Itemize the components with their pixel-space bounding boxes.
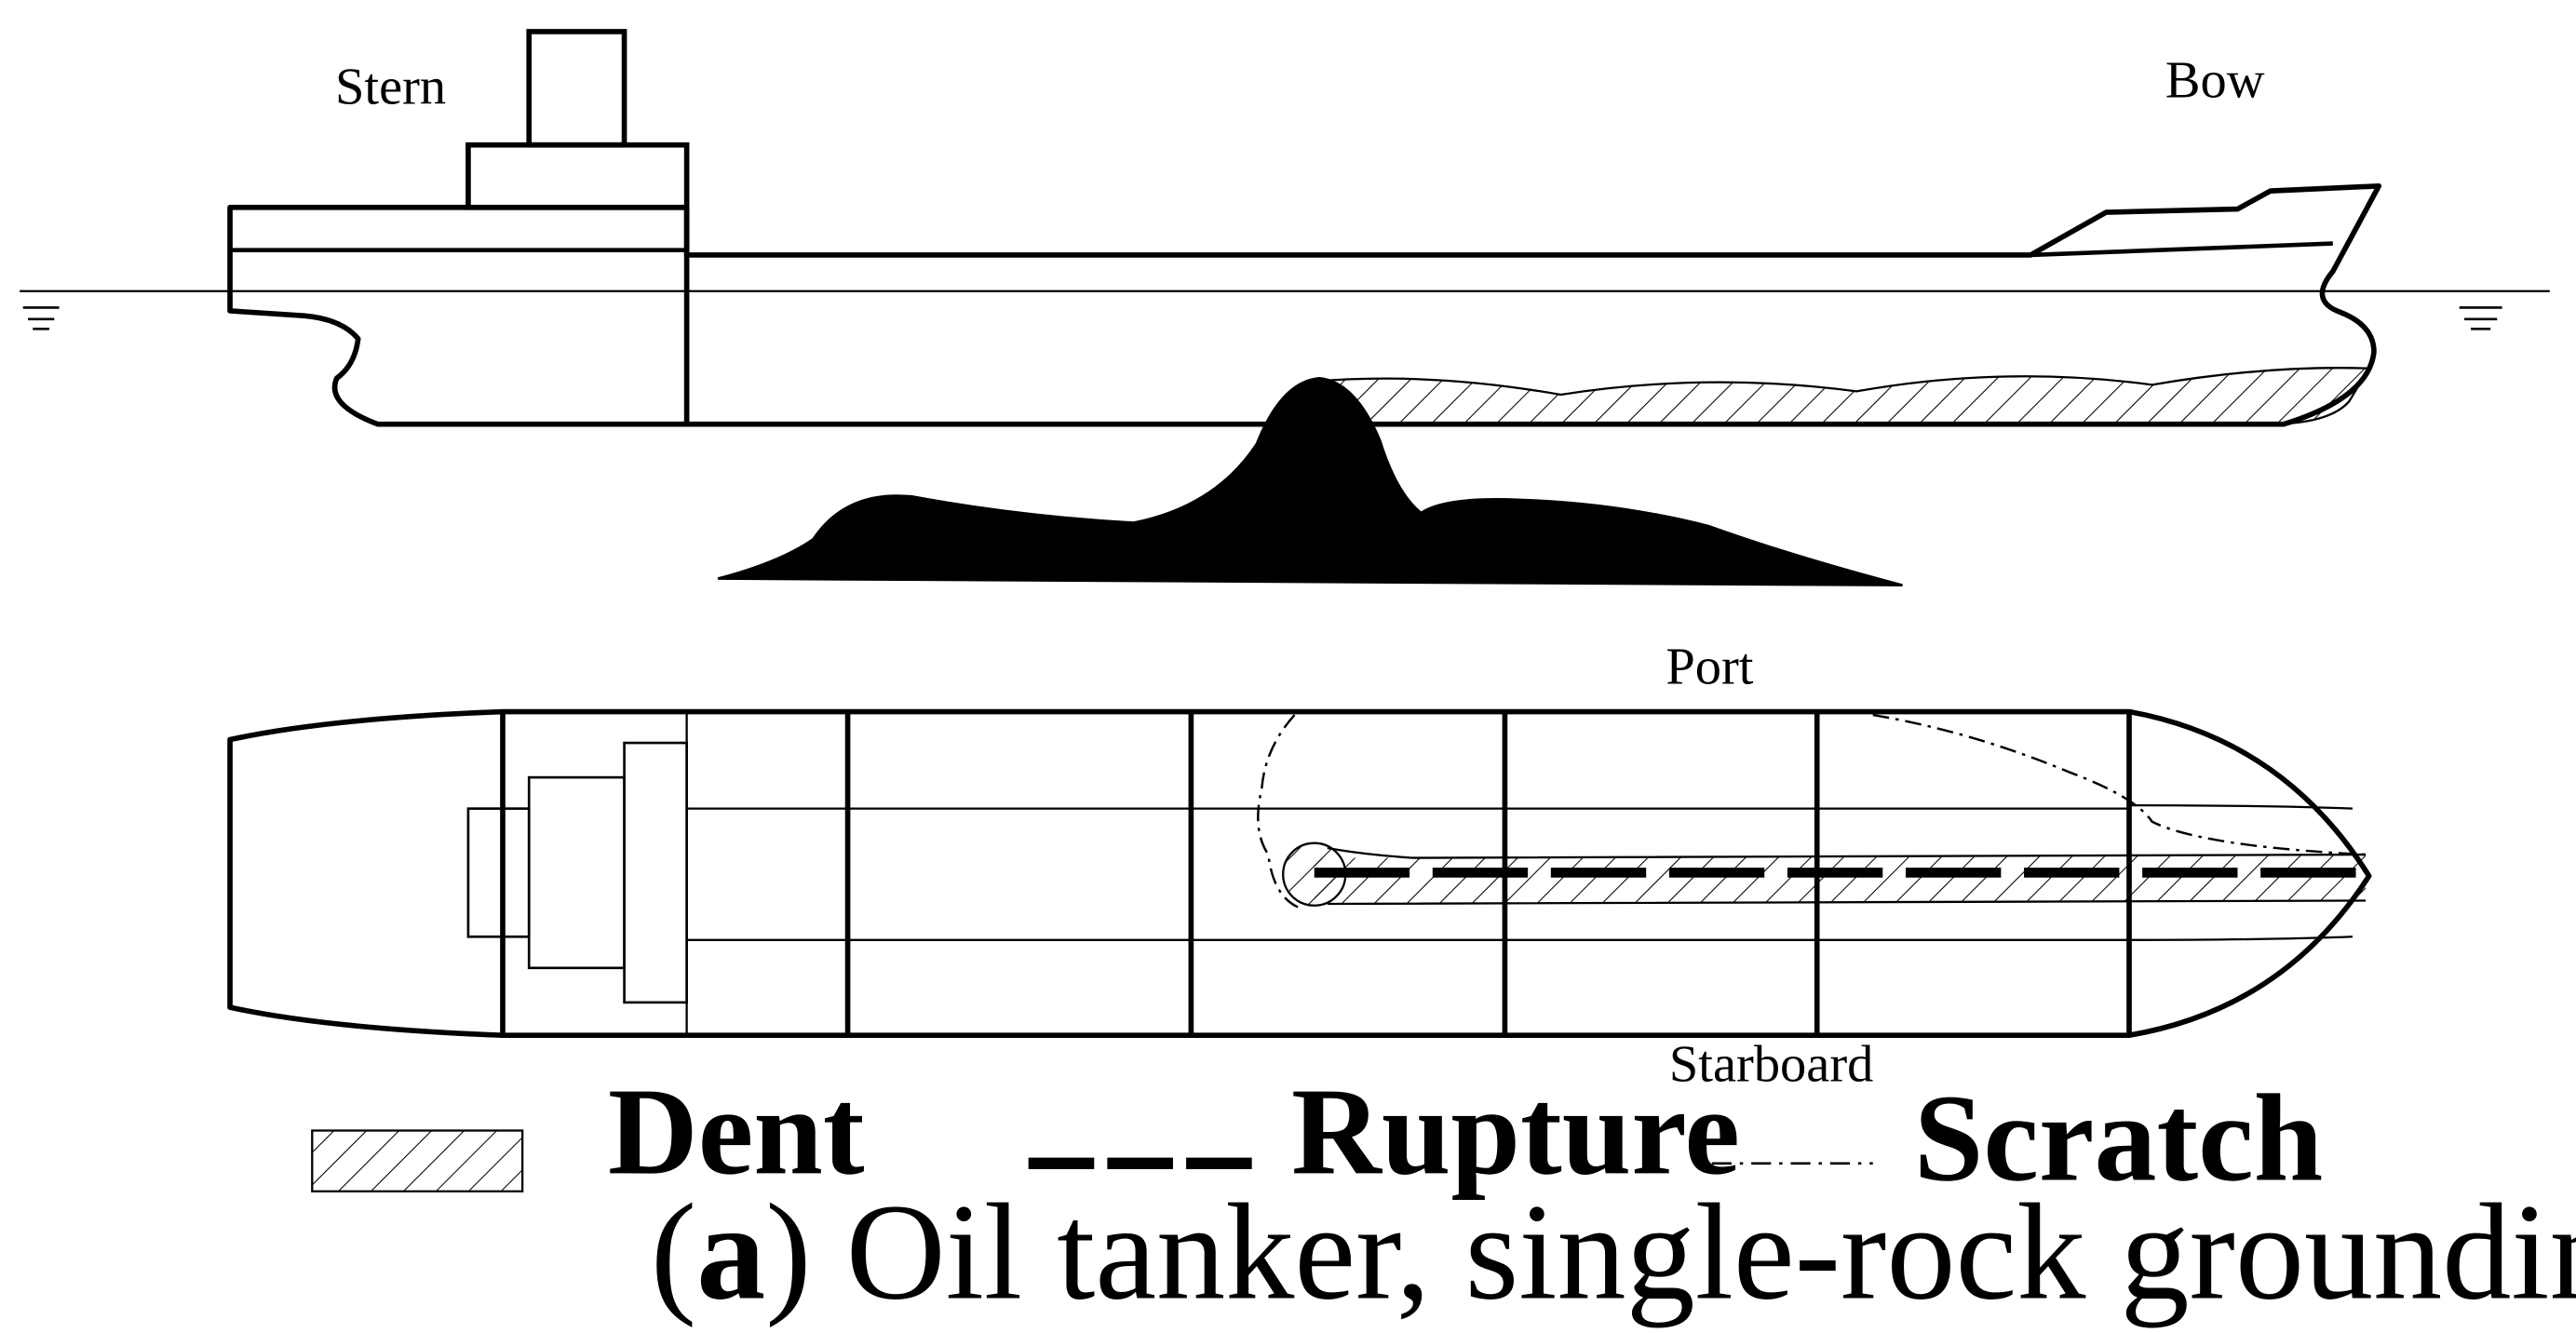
dent-area-plan bbox=[1314, 855, 2367, 904]
funnel bbox=[526, 29, 627, 148]
stern-label: Stern bbox=[335, 59, 446, 116]
rock bbox=[717, 376, 1903, 586]
hull-side bbox=[227, 183, 2382, 427]
legend: Dent Rupture Scratch bbox=[311, 1062, 2323, 1207]
scratch-lines bbox=[1257, 713, 2367, 909]
hull-plan bbox=[227, 708, 2372, 1038]
scratch-legend-label: Scratch bbox=[1914, 1069, 2323, 1207]
figure-caption: (a) Oil tanker, single-rock grounding. bbox=[651, 1177, 2576, 1329]
rupture-legend-label: Rupture bbox=[1291, 1062, 1740, 1201]
waterline-symbol-right bbox=[2459, 306, 2502, 330]
dent-outline-plan bbox=[1327, 846, 2367, 906]
starboard-label: Starboard bbox=[1669, 1036, 1873, 1094]
dent-legend-swatch bbox=[311, 1129, 524, 1192]
port-label: Port bbox=[1666, 639, 1753, 696]
superstructure bbox=[465, 141, 690, 210]
dent-legend-label: Dent bbox=[608, 1062, 865, 1201]
waterline-symbol-left bbox=[22, 306, 60, 330]
superstructure-plan bbox=[466, 741, 688, 1004]
plan-view: Port Starboard bbox=[227, 639, 2372, 1094]
side-view: Stern Bow bbox=[20, 29, 2550, 586]
caption-letter: a bbox=[696, 1177, 765, 1329]
bow-deck-line bbox=[2030, 241, 2333, 258]
caption-text: Oil tanker, single-rock grounding. bbox=[812, 1177, 2576, 1329]
bow-label: Bow bbox=[2165, 52, 2265, 110]
dent-area-side bbox=[1313, 367, 2371, 425]
